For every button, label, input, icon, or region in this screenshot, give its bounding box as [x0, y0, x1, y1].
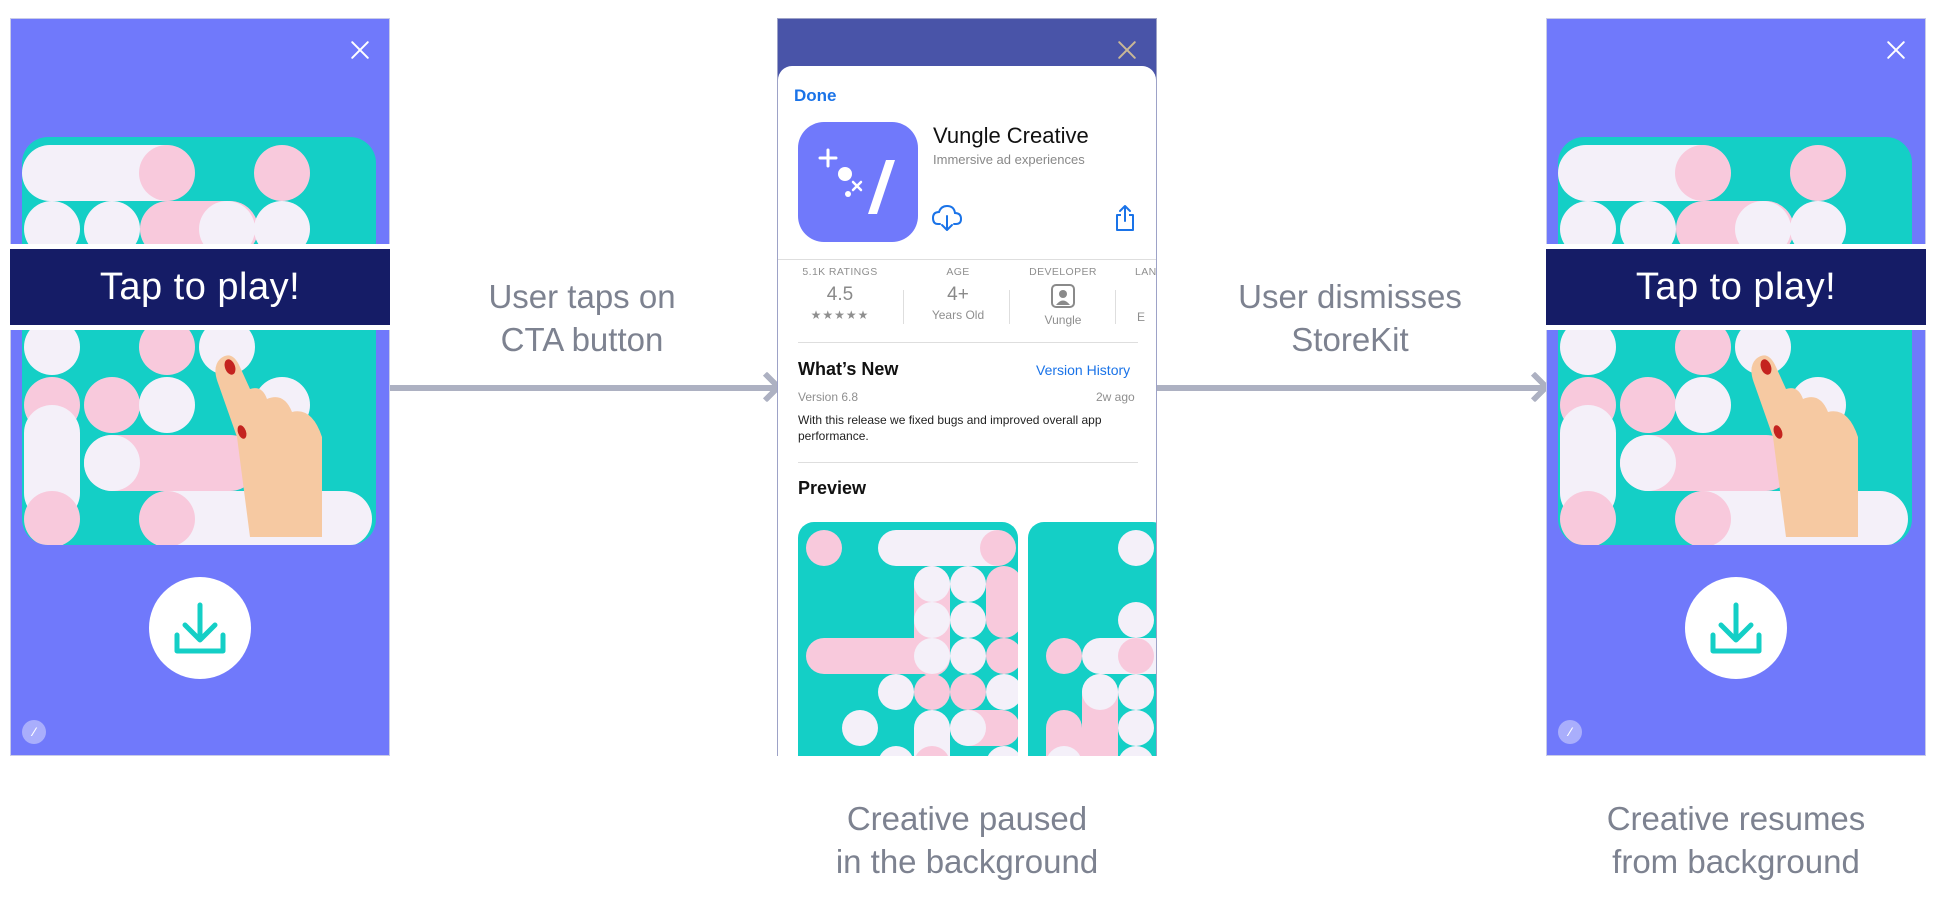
resume-caption-line1: Creative resumes: [1606, 800, 1866, 837]
vungle-logo-icon: ⁄: [1558, 720, 1582, 744]
divider: [778, 259, 1156, 260]
resume-caption: Creative resumes from background: [1571, 797, 1901, 883]
developer-label: DEVELOPER: [1029, 266, 1097, 278]
vungle-logo-icon: ⁄: [22, 720, 46, 744]
developer-sub: Vungle: [1044, 313, 1082, 327]
stats-row: 5.1K RATINGS 4.5 ★★★★★ AGE 4+ Years Old …: [778, 266, 1156, 344]
preview-title: Preview: [798, 478, 867, 498]
arrow1-caption-line1: User taps on: [488, 278, 676, 315]
tap-to-play-banner[interactable]: Tap to play!: [10, 244, 390, 330]
age-label: AGE: [946, 266, 970, 278]
storekit-caption: Creative paused in the background: [802, 797, 1132, 883]
share-icon[interactable]: [1114, 204, 1136, 232]
arrow1-caption-line2: CTA button: [500, 321, 664, 358]
close-icon[interactable]: [1882, 36, 1910, 64]
age-sub: Years Old: [931, 308, 985, 322]
tap-to-play-banner[interactable]: Tap to play!: [1546, 244, 1926, 330]
developer-person-icon: [1051, 284, 1075, 308]
version-label: Version 6.8: [798, 390, 859, 404]
arrow-to-resumed-creative: [1157, 371, 1551, 403]
age-value: 4+: [947, 284, 969, 305]
download-button[interactable]: [149, 577, 251, 679]
tap-hand-icon: [215, 355, 322, 537]
language-stat: LAN E: [1135, 266, 1156, 324]
star-rating-icon: ★★★★★: [810, 308, 870, 322]
game-board[interactable]: [22, 137, 376, 545]
arrow2-caption: User dismisses StoreKit: [1230, 275, 1470, 361]
divider: [798, 462, 1138, 463]
game-board[interactable]: [1558, 137, 1912, 545]
preview-screenshot-2[interactable]: [1028, 522, 1156, 756]
stat-separator: [1115, 290, 1116, 324]
arrow2-caption-line2: StoreKit: [1291, 321, 1409, 358]
close-icon[interactable]: [1113, 36, 1141, 64]
close-icon[interactable]: [346, 36, 374, 64]
download-button[interactable]: [1685, 577, 1787, 679]
arrow2-caption-line1: User dismisses: [1238, 278, 1462, 315]
time-ago: 2w ago: [1096, 390, 1135, 404]
age-stat: AGE 4+ Years Old: [918, 266, 998, 322]
done-button[interactable]: Done: [794, 86, 837, 105]
rating-value: 4.5: [826, 284, 854, 305]
storekit-panel: Done Vungle Creative Immersive ad experi…: [777, 18, 1157, 756]
version-history-link[interactable]: Version History: [1036, 362, 1131, 378]
tap-hand-icon: [1751, 355, 1858, 537]
banner-text: Tap to play!: [99, 265, 301, 308]
app-name: Vungle Creative: [933, 123, 1089, 148]
divider: [798, 342, 1138, 343]
download-icon: [1710, 602, 1762, 654]
banner-text: Tap to play!: [1635, 265, 1837, 308]
storekit-caption-line2: in the background: [835, 843, 1099, 880]
language-label: LAN: [1135, 266, 1156, 278]
arrow-to-storekit: [390, 371, 783, 403]
app-store-sheet: Done Vungle Creative Immersive ad experi…: [778, 66, 1156, 756]
whats-new-title: What’s New: [798, 359, 899, 379]
language-sub: E: [1137, 310, 1146, 324]
developer-stat: DEVELOPER Vungle: [1018, 266, 1108, 327]
arrow1-caption: User taps on CTA button: [462, 275, 702, 361]
game-board-dots: [1558, 145, 1908, 545]
resume-caption-line2: from background: [1612, 843, 1860, 880]
preview-dots: [1046, 530, 1156, 756]
preview-dots: [806, 530, 1018, 756]
storekit-caption-line1: Creative paused: [846, 800, 1088, 837]
download-icon: [174, 602, 226, 654]
vungle-app-logo-icon: [818, 148, 895, 214]
ad-creative-panel-right: Tap to play! ⁄: [1546, 18, 1926, 756]
ad-creative-panel-left: Tap to play! ⁄: [10, 18, 390, 756]
cloud-download-icon[interactable]: [932, 204, 962, 232]
preview-screenshot-1[interactable]: [798, 522, 1018, 756]
ratings-stat: 5.1K RATINGS 4.5 ★★★★★: [800, 266, 880, 322]
release-notes: With this release we fixed bugs and impr…: [798, 413, 1102, 443]
game-board-dots: [22, 145, 372, 545]
stat-separator: [903, 290, 904, 324]
stat-separator: [1009, 290, 1010, 324]
app-subtitle: Immersive ad experiences: [933, 152, 1085, 167]
app-icon: [798, 122, 918, 242]
ratings-label: 5.1K RATINGS: [802, 266, 878, 278]
